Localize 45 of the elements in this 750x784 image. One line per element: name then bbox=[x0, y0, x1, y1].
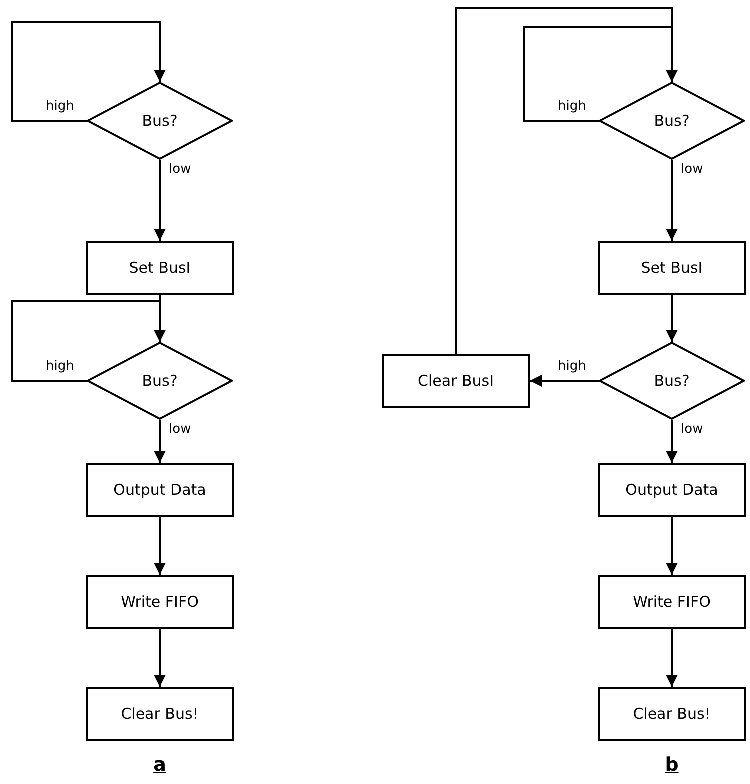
process-box bbox=[86, 463, 234, 517]
process-box bbox=[86, 575, 234, 629]
step-label: Bus? bbox=[142, 112, 178, 130]
step-label: Write FIFO bbox=[121, 593, 199, 611]
arrow bbox=[666, 295, 678, 342]
arrow bbox=[666, 420, 678, 463]
step-label: Write FIFO bbox=[633, 593, 711, 611]
arrow bbox=[455, 7, 678, 354]
arrow bbox=[154, 420, 166, 463]
step-label: Set BusI bbox=[641, 259, 703, 277]
process-box bbox=[598, 687, 746, 741]
process-box bbox=[598, 575, 746, 629]
arrow bbox=[666, 517, 678, 575]
decision-diamond bbox=[87, 82, 233, 160]
step-label: Clear BusI bbox=[418, 372, 494, 390]
step-label: Bus? bbox=[142, 372, 178, 390]
decision-diamond bbox=[599, 342, 745, 420]
arrow bbox=[666, 160, 678, 241]
edge-label: high bbox=[45, 99, 76, 114]
step-label: Clear Bus! bbox=[121, 705, 199, 723]
arrow bbox=[154, 629, 166, 687]
process-box bbox=[598, 463, 746, 517]
step-label: Output Data bbox=[626, 481, 718, 499]
arrow bbox=[666, 629, 678, 687]
arrow bbox=[11, 21, 166, 122]
step-label: Set BusI bbox=[129, 259, 191, 277]
process-box bbox=[86, 241, 234, 295]
step-label: Clear Bus! bbox=[633, 705, 711, 723]
process-box bbox=[382, 354, 530, 408]
arrow bbox=[154, 160, 166, 241]
process-box bbox=[598, 241, 746, 295]
panel-letter: a bbox=[154, 754, 166, 776]
edge-label: high bbox=[45, 359, 76, 374]
decision-diamond bbox=[599, 82, 745, 160]
step-label: Bus? bbox=[654, 372, 690, 390]
arrow bbox=[154, 517, 166, 575]
panel-letter: b bbox=[665, 754, 679, 776]
step-label: Bus? bbox=[654, 112, 690, 130]
arrow bbox=[530, 375, 599, 387]
step-label: Output Data bbox=[114, 481, 206, 499]
process-box bbox=[86, 687, 234, 741]
edge-label: high bbox=[557, 359, 588, 374]
edge-label: high bbox=[557, 99, 588, 114]
arrow bbox=[11, 300, 166, 382]
decision-diamond bbox=[87, 342, 233, 420]
